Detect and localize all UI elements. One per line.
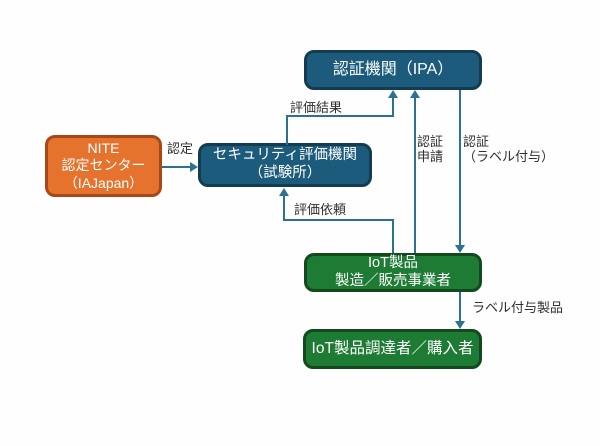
edge-ninshou-fuyo-arrowhead-icon	[455, 245, 465, 253]
edge-hyouka-irai-line	[283, 194, 285, 221]
node-iot-product-buyer: IoT製品調達者／購入者	[303, 329, 482, 369]
edge-label-ninshou-fuyo: 認証 （ラベル付与）	[463, 134, 555, 165]
edge-nintei-line	[162, 166, 191, 168]
edge-ninshou-fuyo-line	[459, 90, 461, 247]
edge-hyouka-irai-line	[283, 219, 394, 221]
edge-hyouka-irai-line	[392, 219, 394, 253]
node-label-line: （IAJapan）	[63, 174, 144, 191]
edge-label-nintei: 認定	[167, 141, 194, 156]
edge-hyouka-kekka-line	[392, 96, 394, 117]
node-label-line: NITE	[87, 140, 120, 157]
node-label-line: 認定センター	[61, 157, 146, 174]
edge-label-hyouka-irai: 評価依頼	[294, 202, 347, 217]
edge-nintei-arrowhead-icon	[190, 162, 198, 172]
node-label-line: （試験所）	[248, 165, 322, 181]
node-label: IoT製品調達者／購入者	[311, 339, 474, 357]
edge-ninshou-shinsei-line	[414, 96, 416, 253]
node-security-evaluation-body: セキュリティ評価機関 （試験所）	[198, 143, 372, 187]
edge-hyouka-kekka-line	[286, 115, 288, 145]
node-label: 認証機関（IPA）	[332, 61, 454, 79]
edge-hyouka-kekka-arrowhead-icon	[388, 90, 398, 98]
edge-label-hyouka-kekka: 評価結果	[290, 100, 343, 115]
edge-label-product-arrowhead-icon	[455, 321, 465, 329]
edge-ninshou-shinsei-arrowhead-icon	[410, 90, 420, 98]
edge-label-ninshou-shinsei: 認証 申請	[417, 134, 444, 165]
node-certification-body-ipa: 認証機関（IPA）	[304, 50, 482, 90]
edge-hyouka-irai-arrowhead-icon	[279, 188, 289, 196]
node-iot-product-vendor: IoT製品 製造／販売事業者	[304, 253, 482, 292]
node-nite-accreditation-center: NITE 認定センター （IAJapan）	[45, 135, 162, 197]
node-label-line: セキュリティ評価機関	[212, 147, 358, 164]
edge-label-product-line	[459, 292, 461, 323]
edge-label-label-product: ラベル付与製品	[472, 300, 564, 315]
node-label-line: 製造／販売事業者	[335, 272, 451, 289]
node-label-line: IoT製品	[368, 254, 418, 271]
edge-hyouka-kekka-line	[286, 115, 394, 117]
